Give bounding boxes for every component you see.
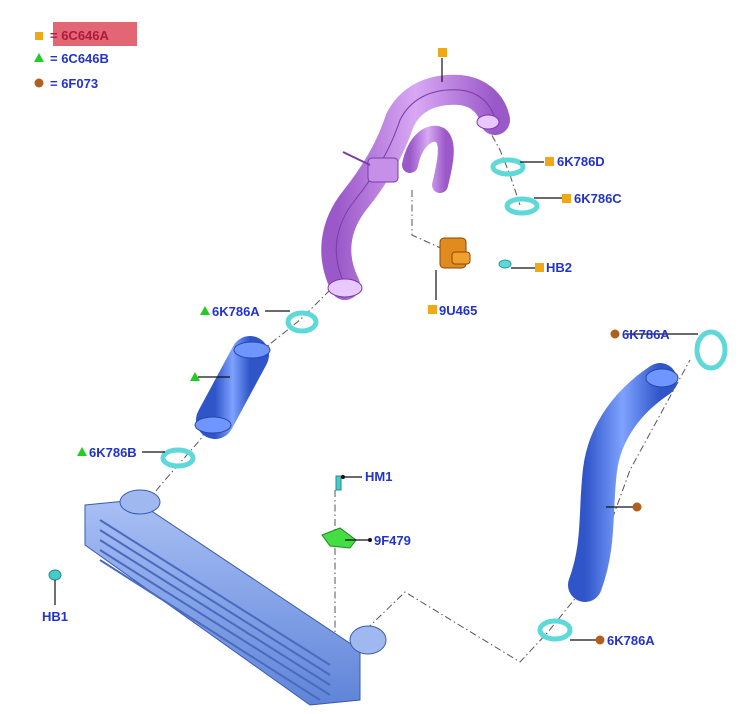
callout-9f479: 9F479 xyxy=(374,533,411,548)
triangle-marker xyxy=(77,447,87,456)
bracket-9f479 xyxy=(321,527,357,549)
clamp-6k786b xyxy=(160,447,196,469)
callout-labels: 6K786D 6K786C HB2 9U465 6K786A 6K786B 6K… xyxy=(42,154,670,648)
callout-6k786d: 6K786D xyxy=(557,154,605,169)
clamp-6k786a-left xyxy=(285,310,319,334)
intercooler xyxy=(84,489,387,706)
circle-marker xyxy=(595,635,605,645)
callout-hb2: HB2 xyxy=(546,260,572,275)
clamp-6k786c xyxy=(504,196,540,216)
triangle-marker xyxy=(200,306,210,315)
legend-label-6c646b: = 6C646B xyxy=(50,51,109,66)
square-marker xyxy=(438,48,447,57)
callout-6k786a-right-top: 6K786A xyxy=(622,327,670,342)
callout-6k786a-right-bottom: 6K786A xyxy=(607,633,655,648)
leader-lines xyxy=(54,58,698,641)
callout-9u465: 9U465 xyxy=(439,303,477,318)
left-hose xyxy=(194,336,271,439)
bolt-hb1 xyxy=(48,569,62,581)
square-marker xyxy=(428,305,437,314)
callout-markers xyxy=(77,48,642,645)
clamp-hb2 xyxy=(498,259,512,269)
circle-marker xyxy=(632,502,642,512)
triangle-marker xyxy=(190,372,200,381)
clamp-6k786a-right-bottom xyxy=(537,618,573,642)
boost-sensor-9u465 xyxy=(439,237,471,269)
legend-label-6c646a: = 6C646A xyxy=(50,28,110,43)
callout-hb1: HB1 xyxy=(42,609,68,624)
legend: = 6C646A = 6C646B = 6F073 xyxy=(34,22,137,91)
legend-label-6f073: = 6F073 xyxy=(50,76,98,91)
circle-marker xyxy=(610,329,620,339)
callout-6k786b: 6K786B xyxy=(89,445,137,460)
dot-marker xyxy=(341,475,345,479)
square-marker xyxy=(535,263,544,272)
callout-6k786c: 6K786C xyxy=(574,191,622,206)
square-marker xyxy=(562,194,571,203)
clamps xyxy=(160,157,728,642)
legend-square-marker xyxy=(35,32,43,40)
square-marker xyxy=(545,157,554,166)
callout-hm1: HM1 xyxy=(365,469,392,484)
upper-charge-pipe xyxy=(321,74,510,300)
bolt-hm1 xyxy=(335,475,342,491)
clamp-6k786d xyxy=(490,157,526,177)
callout-6k786a-left: 6K786A xyxy=(212,304,260,319)
legend-highlight xyxy=(53,22,137,46)
clamp-6k786a-right-top xyxy=(694,329,728,371)
legend-triangle-marker xyxy=(34,53,44,62)
dot-marker xyxy=(368,538,372,542)
right-hose xyxy=(568,363,679,602)
legend-circle-marker xyxy=(34,78,44,88)
